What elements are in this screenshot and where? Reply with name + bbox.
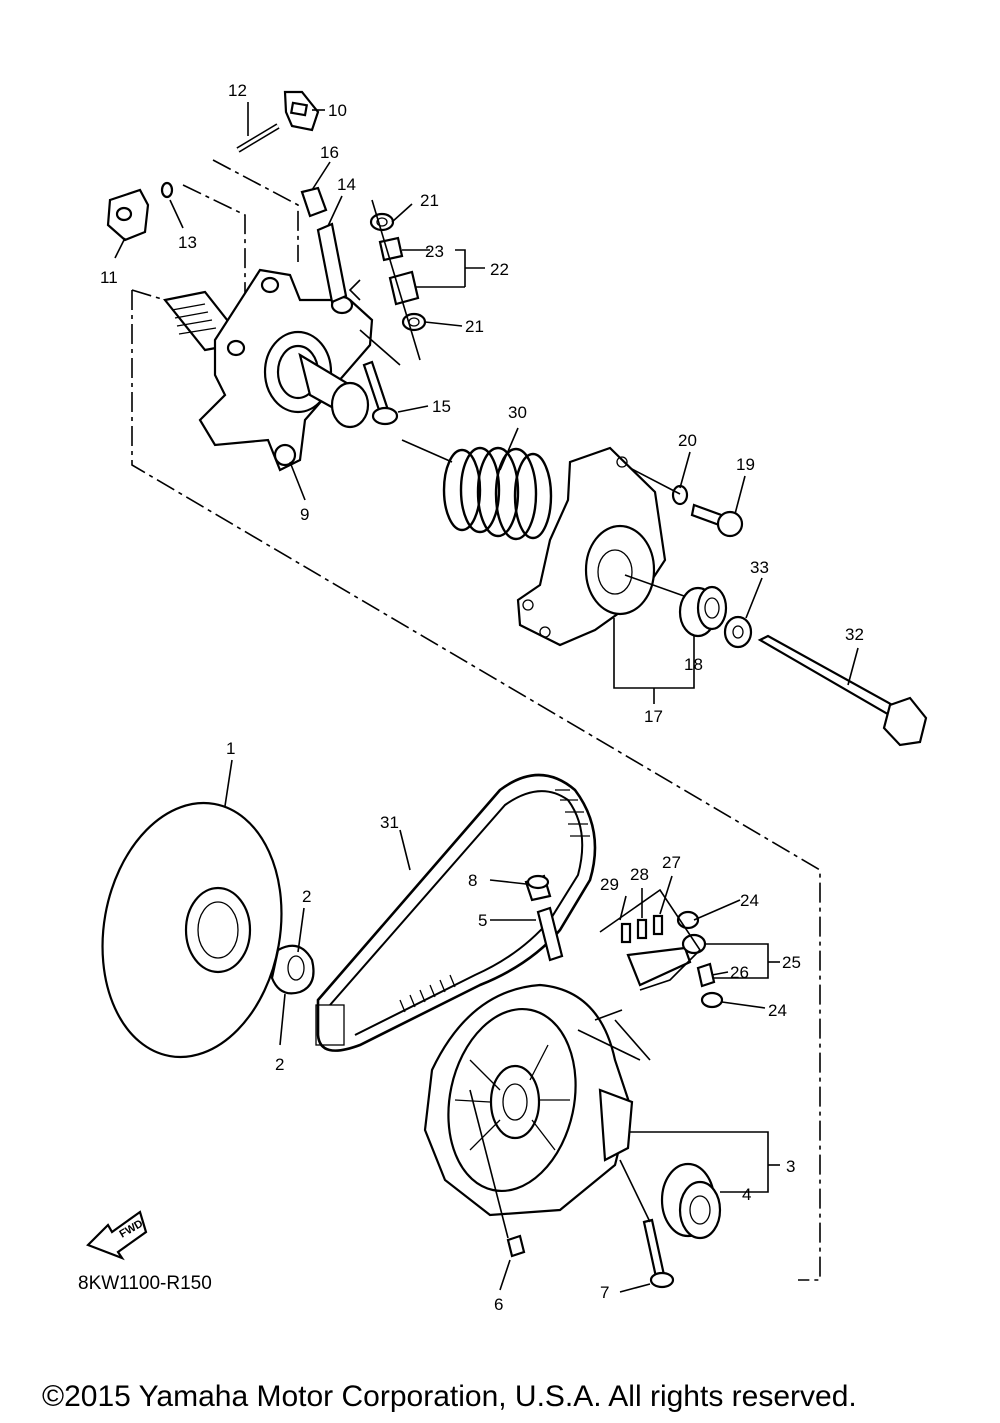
- callout-17: 17: [644, 707, 663, 726]
- callout-1: 1: [226, 739, 235, 758]
- callout-33: 33: [750, 558, 769, 577]
- callout-26: 26: [730, 963, 749, 982]
- callout-29: 29: [600, 875, 619, 894]
- forward-arrow-icon: FWD: [86, 1210, 148, 1261]
- callout-2-top: 2: [302, 887, 311, 906]
- callout-27: 27: [662, 853, 681, 872]
- callout-9: 9: [300, 505, 309, 524]
- assembly-outline: [131, 159, 821, 1281]
- callout-15: 15: [432, 397, 451, 416]
- callout-14: 14: [337, 175, 356, 194]
- callout-18: 18: [684, 655, 703, 674]
- callout-3: 3: [786, 1157, 795, 1176]
- copyright-notice: ©2015 Yamaha Motor Corporation, U.S.A. A…: [42, 1380, 857, 1413]
- callout-2-bottom: 2: [275, 1055, 284, 1074]
- bolt-15: [362, 360, 399, 426]
- callout-21-bottom: 21: [465, 317, 484, 336]
- callout-13: 13: [178, 233, 197, 252]
- callout-16: 16: [320, 143, 339, 162]
- pin-plate: [620, 910, 724, 1009]
- callout-19: 19: [736, 455, 755, 474]
- bushing-set-22: [369, 212, 427, 332]
- lower-bolts: [506, 1218, 675, 1289]
- callout-24-top: 24: [740, 891, 759, 910]
- callout-7: 7: [600, 1283, 609, 1302]
- callout-22: 22: [490, 260, 509, 279]
- callout-4: 4: [742, 1185, 751, 1204]
- sheave-small-parts: [106, 90, 348, 304]
- split-collar: [270, 944, 315, 995]
- sleeve-and-nut: [524, 874, 564, 962]
- callout-23: 23: [425, 242, 444, 261]
- bearing-4: [660, 1162, 722, 1240]
- callout-11: 11: [100, 268, 118, 287]
- spider-housing: [516, 446, 667, 647]
- callout-12: 12: [228, 81, 247, 100]
- leader-lines: [114, 102, 859, 1293]
- fixed-sheave: [163, 268, 374, 472]
- callout-31: 31: [380, 813, 399, 832]
- callout-28: 28: [630, 865, 649, 884]
- callout-labels: 12 10 16 14 21 13 23 22 11 21 15 30 20 1…: [100, 81, 864, 1314]
- movable-sheave: [101, 801, 283, 1059]
- secondary-sheave: [423, 983, 634, 1217]
- upper-fasteners: [671, 484, 928, 747]
- spring-30: [442, 446, 553, 541]
- callout-6: 6: [494, 1295, 503, 1314]
- diagram-code: 8KW1100-R150: [78, 1273, 212, 1294]
- callout-5: 5: [478, 911, 487, 930]
- callout-30: 30: [508, 403, 527, 422]
- drive-belt: [315, 773, 597, 1052]
- callout-32: 32: [845, 625, 864, 644]
- callout-8: 8: [468, 871, 477, 890]
- callout-25: 25: [782, 953, 801, 972]
- callout-24-bottom: 24: [768, 1001, 787, 1020]
- callout-21-top: 21: [420, 191, 439, 210]
- callout-10: 10: [328, 101, 347, 120]
- callout-20: 20: [678, 431, 697, 450]
